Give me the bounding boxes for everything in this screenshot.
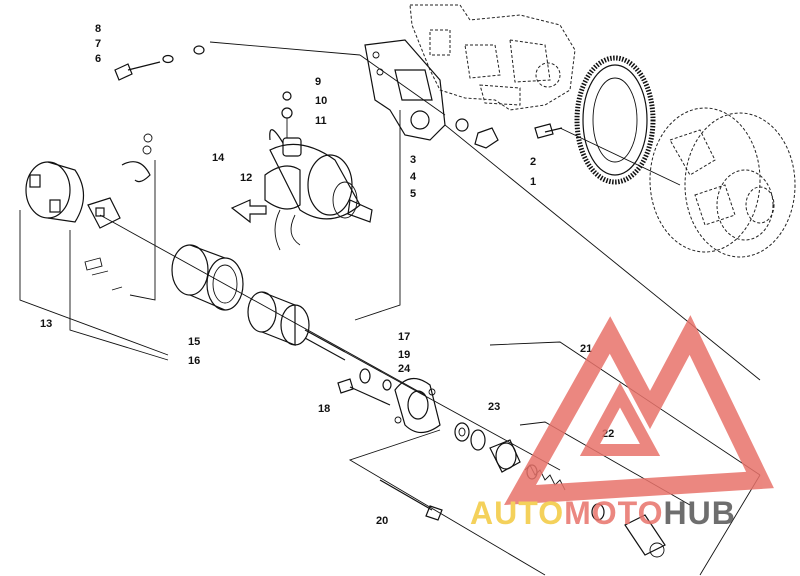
pinion (489, 439, 521, 473)
watermark-auto: AUTO (470, 495, 564, 531)
callout-18: 18 (318, 403, 330, 415)
callout-17: 17 (398, 331, 410, 343)
stop-collar (591, 503, 605, 521)
callout-14: 14 (212, 152, 225, 164)
bolt-18 (337, 378, 391, 406)
end-cap (25, 161, 85, 223)
callout-16: 16 (188, 355, 200, 367)
clip-14 (121, 133, 153, 183)
callout-labels: 1 2 3 4 5 6 7 8 9 10 11 12 13 14 15 16 1… (40, 23, 614, 527)
callout-4: 4 (410, 171, 417, 183)
callout-10: 10 (315, 95, 327, 107)
brush-holder (87, 197, 121, 229)
callout-2: 2 (530, 156, 536, 168)
brush-springs (84, 257, 123, 291)
callout-23: 23 (488, 401, 500, 413)
watermark-logo: AUTOMOTOHUB (470, 315, 774, 531)
callout-21: 21 (580, 343, 592, 355)
housing (171, 244, 244, 311)
ring-gear (574, 55, 656, 185)
callout-12: 12 (240, 172, 252, 184)
callout-5: 5 (410, 188, 416, 200)
svg-text:AUTOMOTOHUB: AUTOMOTOHUB (470, 495, 736, 531)
drive-sleeve (624, 514, 666, 558)
washer-7 (162, 54, 174, 64)
callout-19: 19 (398, 349, 410, 361)
washer-23 (454, 422, 470, 442)
washer-8 (193, 45, 205, 55)
callout-24: 24 (398, 363, 411, 375)
washer-17 (359, 368, 371, 384)
bolt-20 (379, 479, 443, 521)
bolt-2 (534, 123, 563, 139)
callout-8: 8 (95, 23, 101, 35)
direction-arrow (230, 199, 267, 224)
bolt-6 (114, 61, 161, 81)
washer-24 (382, 379, 392, 391)
watermark-hub: HUB (663, 495, 735, 531)
callout-9: 9 (315, 76, 321, 88)
watermark-moto: MOTO (564, 495, 663, 531)
callout-7: 7 (95, 38, 101, 50)
drive-end-frame (394, 378, 441, 434)
terminal-nut (281, 91, 293, 138)
nut-5 (474, 127, 499, 149)
starter-motor (264, 129, 373, 251)
engine-block (409, 4, 576, 111)
callout-13: 13 (40, 318, 52, 330)
collar (470, 429, 486, 451)
bracket-lines (19, 110, 761, 576)
mounting-bracket (364, 39, 446, 141)
axis-lines (99, 41, 761, 471)
drive-pulley (649, 107, 796, 258)
armature (247, 291, 346, 361)
callout-15: 15 (188, 336, 200, 348)
callout-3: 3 (410, 154, 416, 166)
callout-20: 20 (376, 515, 388, 527)
callout-6: 6 (95, 53, 101, 65)
washer-4 (455, 118, 469, 132)
callout-11: 11 (315, 115, 327, 127)
callout-1: 1 (530, 176, 536, 188)
